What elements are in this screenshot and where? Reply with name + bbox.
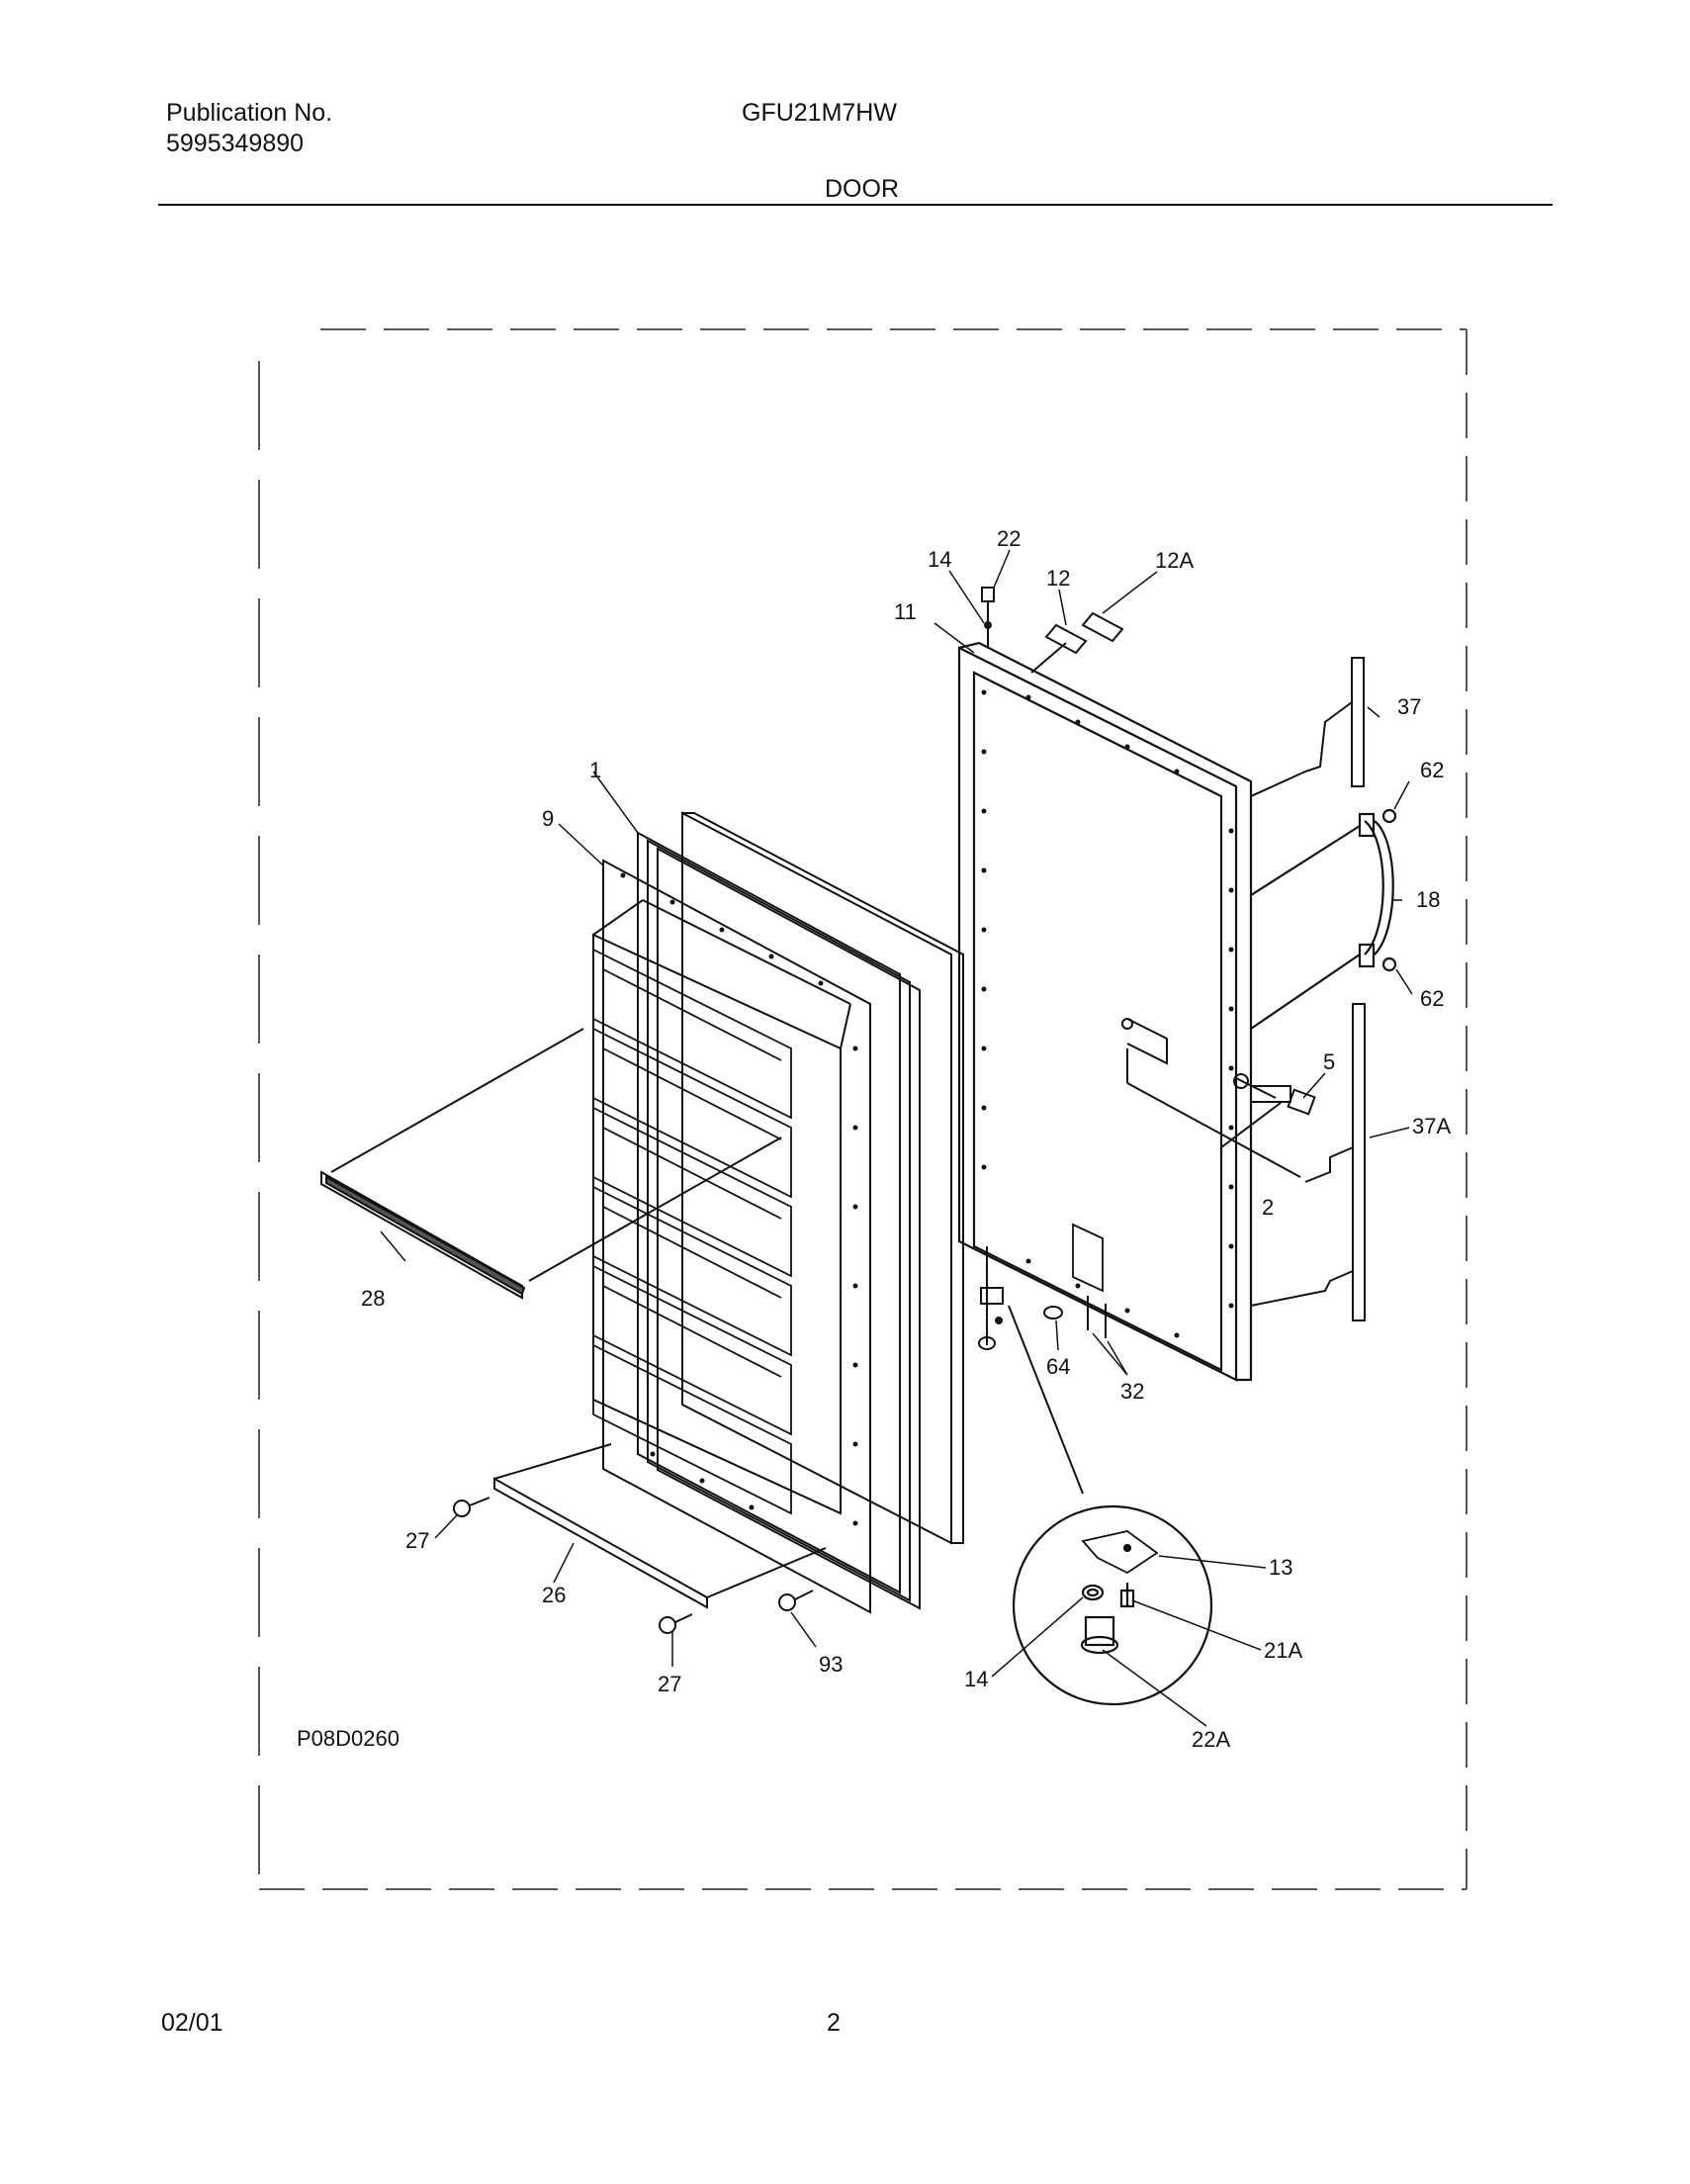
callout-14-top: 14	[928, 547, 951, 572]
callout-26: 26	[542, 1583, 566, 1607]
callout-27-left: 27	[405, 1528, 429, 1553]
door-back-panel	[681, 811, 964, 1545]
callout-62-top: 62	[1420, 758, 1444, 782]
bottom-bar-26	[493, 1443, 827, 1609]
callout-12A: 12A	[1155, 548, 1194, 573]
liner-screw-holes	[620, 872, 858, 1526]
bar-screws	[453, 1497, 814, 1634]
callout-2: 2	[1262, 1195, 1274, 1220]
callout-32: 32	[1120, 1379, 1144, 1404]
model-number: GFU21M7HW	[742, 99, 897, 127]
callout-12: 12	[1046, 566, 1070, 591]
door-liner	[592, 859, 871, 1614]
callout-18: 18	[1416, 887, 1440, 912]
callout-93: 93	[819, 1652, 843, 1677]
door-gasket	[637, 831, 921, 1610]
callout-leaders	[380, 549, 1413, 1727]
callout-11: 11	[894, 599, 917, 624]
section-title: DOOR	[825, 175, 899, 203]
callout-labels: 1 9 28 27 26 27 93 22 14 12 12A 11 37 62…	[297, 526, 1451, 1752]
footer-date: 02/01	[161, 2009, 223, 2037]
header-rule	[158, 204, 1553, 206]
outer-door-panel	[957, 641, 1253, 1382]
callout-62-bottom: 62	[1420, 986, 1444, 1011]
publication-label: Publication No.	[166, 99, 333, 127]
shelf-bar-28	[320, 1028, 782, 1300]
bottom-hinge-parts	[978, 1246, 1107, 1495]
callout-13: 13	[1269, 1555, 1292, 1580]
callout-14-detail: 14	[964, 1667, 988, 1691]
diagram-code: P08D0260	[297, 1726, 400, 1751]
door-panel-screw-holes	[981, 689, 1234, 1338]
trim-37	[1250, 657, 1365, 797]
callout-37A: 37A	[1412, 1114, 1451, 1138]
callout-21A: 21A	[1264, 1638, 1302, 1663]
callout-9: 9	[542, 806, 554, 831]
publication-number: 5995349890	[166, 130, 305, 157]
callout-22: 22	[997, 526, 1021, 551]
door-handle	[1250, 808, 1397, 1030]
hinge-detail-view	[1012, 1504, 1213, 1706]
trim-37A	[1250, 1003, 1366, 1321]
lock-assembly	[1121, 1018, 1316, 1178]
diagram-frame	[258, 328, 1468, 1890]
page-number: 2	[827, 2009, 841, 2037]
callout-5: 5	[1323, 1049, 1335, 1074]
callout-37: 37	[1397, 694, 1421, 719]
door-shelves	[592, 948, 792, 1515]
callout-22A: 22A	[1192, 1727, 1230, 1752]
callout-64: 64	[1046, 1354, 1070, 1379]
callout-27-bottom: 27	[658, 1672, 681, 1696]
door-panel-tab	[1072, 1223, 1104, 1293]
callout-1: 1	[589, 758, 601, 782]
callout-28: 28	[361, 1286, 385, 1311]
top-hinge-parts	[981, 587, 1124, 674]
